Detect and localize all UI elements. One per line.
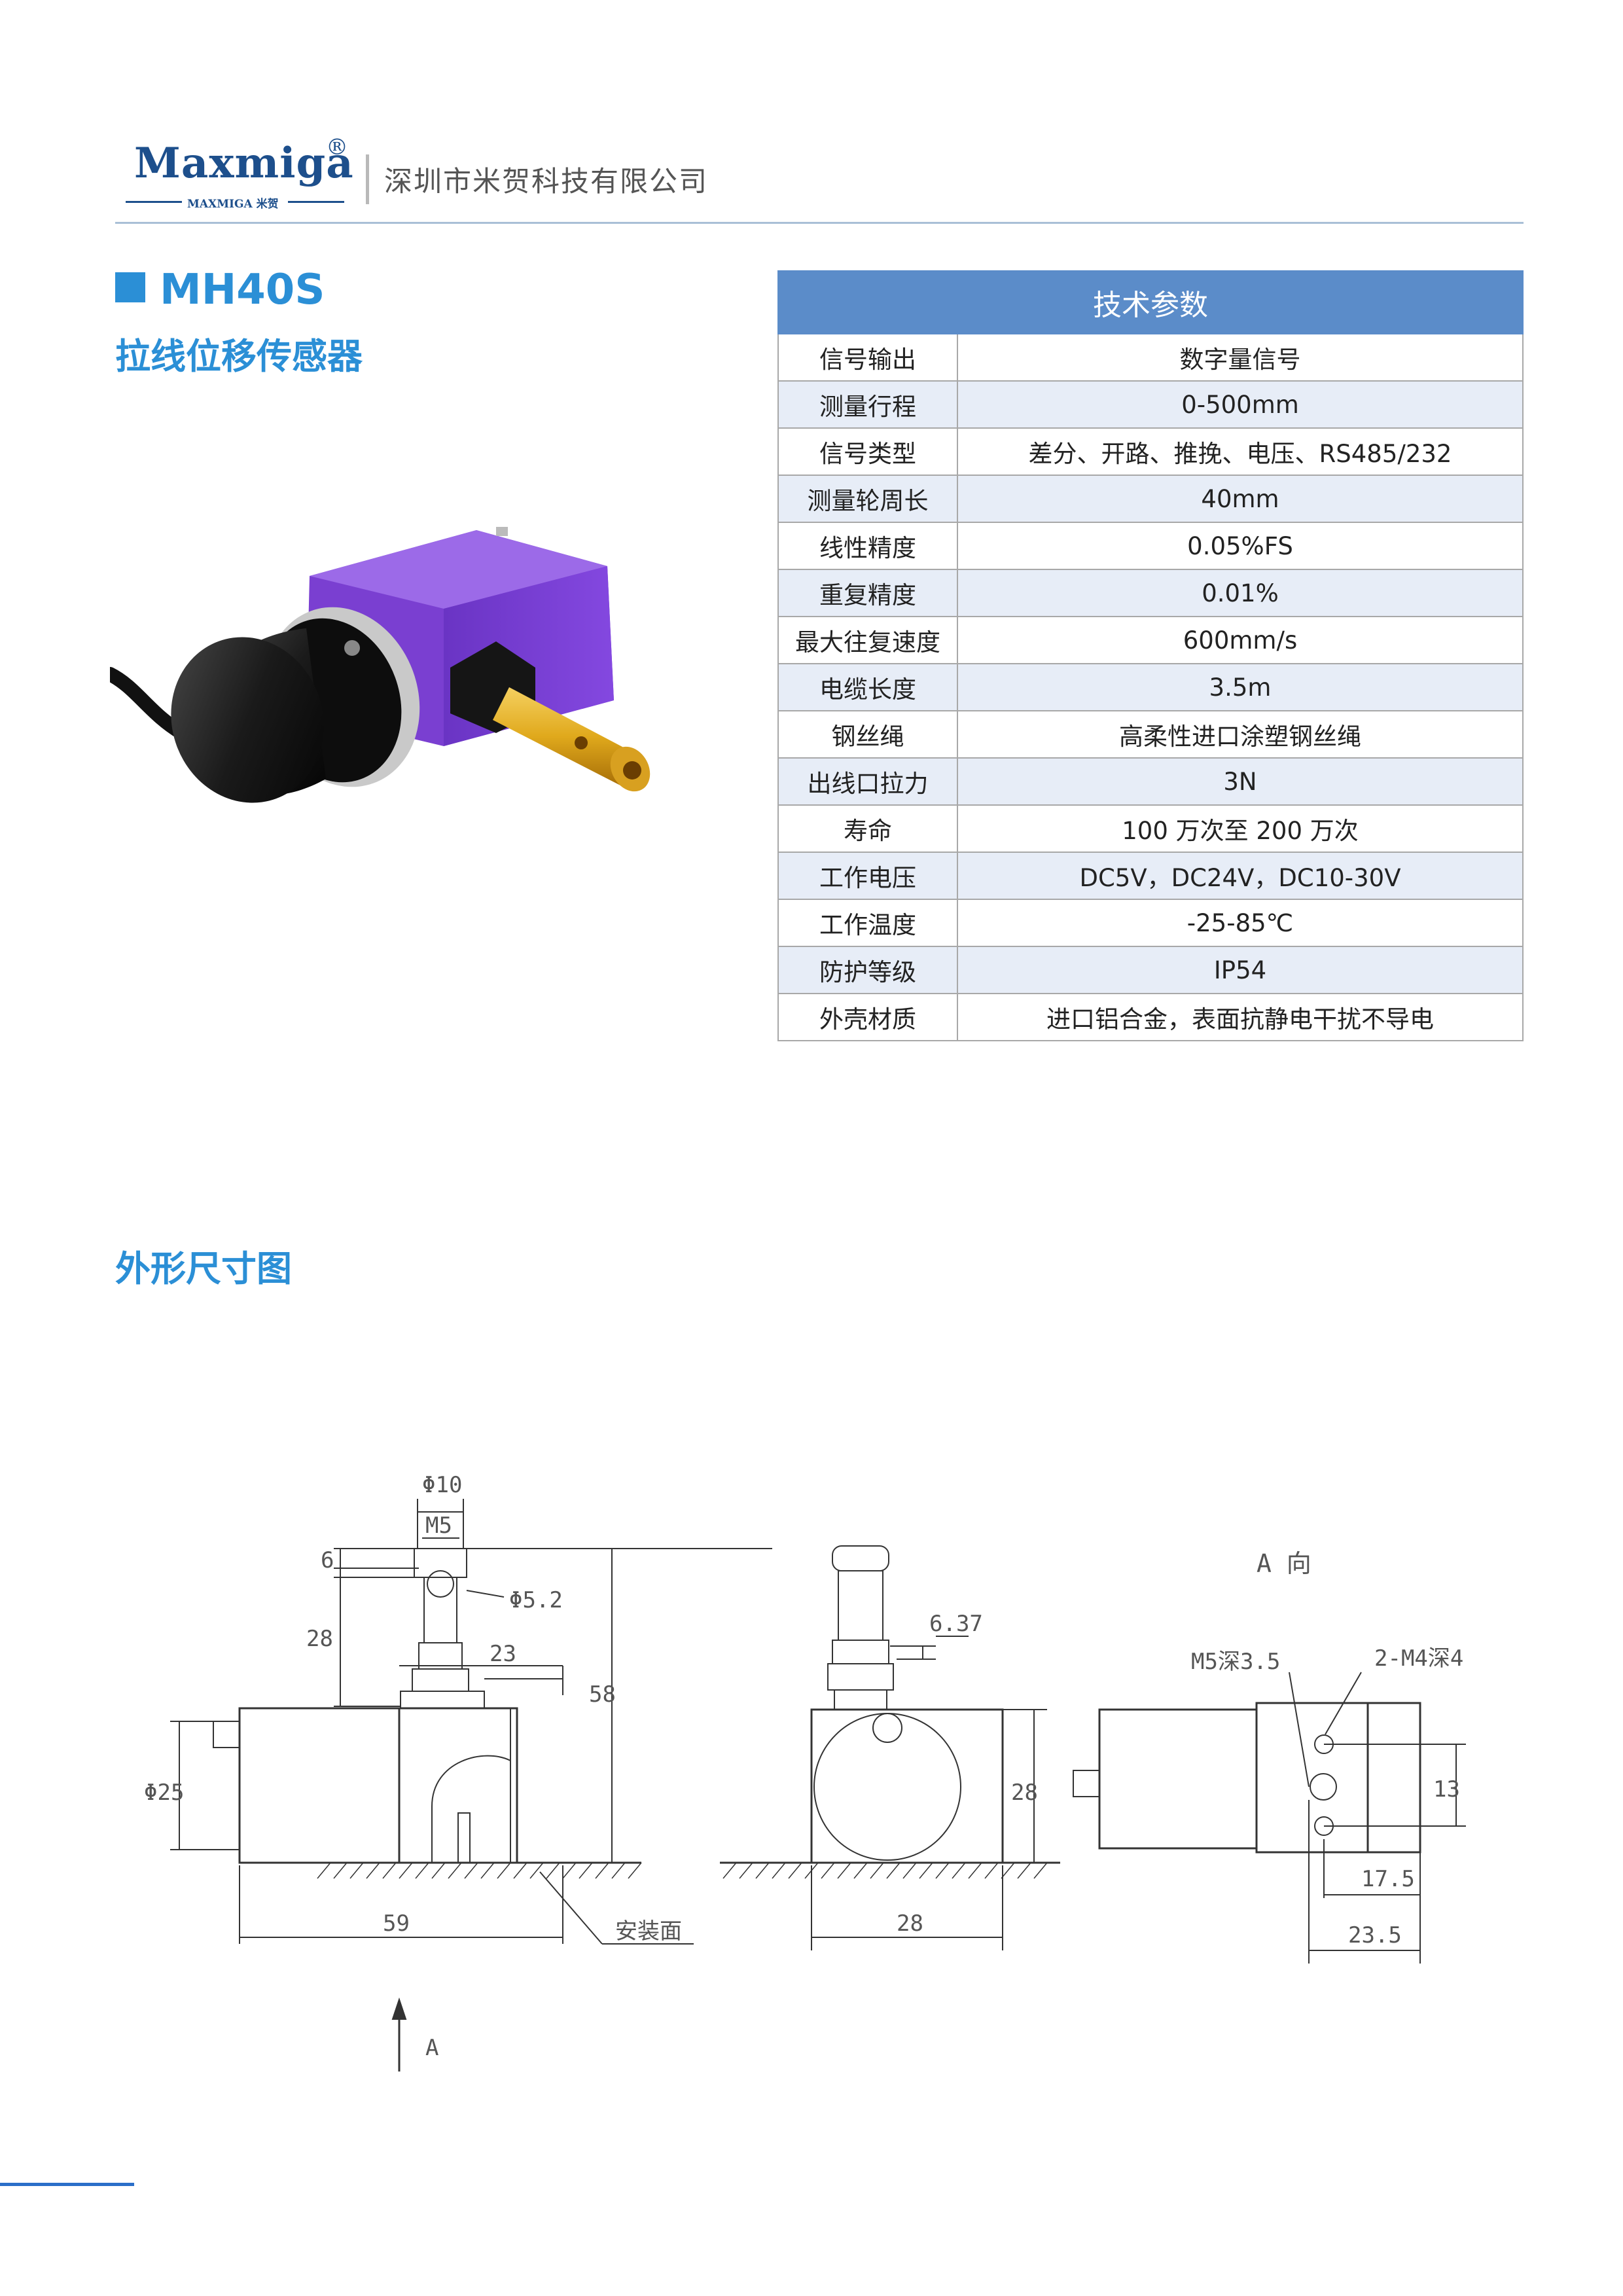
dim-label: 6 xyxy=(321,1547,334,1573)
dim-label: 28 xyxy=(306,1626,333,1652)
spec-key: 信号类型 xyxy=(777,427,958,476)
spec-key: 钢丝绳 xyxy=(777,710,958,759)
header-separator xyxy=(366,154,369,204)
spec-value: 差分、开路、推挽、电压、RS485/232 xyxy=(957,427,1524,476)
spec-key: 线性精度 xyxy=(777,522,958,570)
view-a-title: A 向 xyxy=(1257,1549,1311,1578)
front-view: Φ10 M5 6 Φ5.2 28 23 58 Φ25 59 安装面 A xyxy=(144,1472,772,2072)
table-row: 信号类型差分、开路、推挽、电压、RS485/232 xyxy=(777,427,1524,476)
brass-rod xyxy=(493,687,633,785)
spec-value: 40mm xyxy=(957,475,1524,523)
spec-key: 电缆长度 xyxy=(777,663,958,711)
company-name: 深圳市米贺科技有限公司 xyxy=(384,166,708,198)
model-name: MH40S xyxy=(160,266,325,314)
dim-label: 23 xyxy=(490,1641,516,1667)
product-title: 拉线位移传感器 xyxy=(115,336,363,377)
logo-subtitle: MAXMIGA 米贺 xyxy=(187,198,279,211)
spec-table-heading: 技术参数 xyxy=(777,270,1524,334)
spec-key: 工作电压 xyxy=(777,852,958,900)
dim-label: Φ25 xyxy=(144,1780,184,1806)
spec-value: 高柔性进口涂塑钢丝绳 xyxy=(957,710,1524,759)
footer-accent-bar xyxy=(0,2183,134,2186)
screw-icon xyxy=(344,640,360,656)
table-row: 外壳材质进口铝合金，表面抗静电干扰不导电 xyxy=(777,993,1524,1041)
spec-key: 防护等级 xyxy=(777,946,958,994)
spec-key: 测量轮周长 xyxy=(777,475,958,523)
dim-label: M5深3.5 xyxy=(1191,1649,1280,1675)
product-photo xyxy=(110,527,651,803)
dim-label: Φ10 xyxy=(422,1472,462,1498)
spec-key: 测量行程 xyxy=(777,380,958,429)
dimension-title: 外形尺寸图 xyxy=(115,1248,292,1289)
dim-label: 58 xyxy=(589,1681,616,1708)
dim-label: 28 xyxy=(897,1910,923,1937)
spec-value: 0.05%FS xyxy=(957,522,1524,570)
cable xyxy=(110,667,189,740)
side-view: 6.37 28 28 xyxy=(720,1545,1060,1950)
spec-value: 3N xyxy=(957,757,1524,806)
dim-label: 23.5 xyxy=(1348,1922,1402,1948)
dim-label: 13 xyxy=(1433,1776,1460,1803)
spec-key: 最大往复速度 xyxy=(777,616,958,664)
table-row: 钢丝绳高柔性进口涂塑钢丝绳 xyxy=(777,710,1524,759)
header-divider xyxy=(115,222,1524,224)
spec-key: 重复精度 xyxy=(777,569,958,617)
spec-key: 出线口拉力 xyxy=(777,757,958,806)
logo-rule-right xyxy=(288,201,344,203)
logo-rule-left xyxy=(126,201,182,203)
spec-value: 600mm/s xyxy=(957,616,1524,664)
dim-label: Φ5.2 xyxy=(509,1587,563,1613)
spec-value: 0.01% xyxy=(957,569,1524,617)
table-row: 工作温度-25-85℃ xyxy=(777,899,1524,947)
spec-value: 100 万次至 200 万次 xyxy=(957,804,1524,853)
spec-value: 3.5m xyxy=(957,663,1524,711)
spec-value: 0-500mm xyxy=(957,380,1524,429)
spec-value: 进口铝合金，表面抗静电干扰不导电 xyxy=(957,993,1524,1041)
dim-label: M5 xyxy=(425,1513,452,1539)
dim-label: 6.37 xyxy=(929,1611,983,1637)
view-arrow-label: A xyxy=(425,2035,438,2061)
dim-label: 28 xyxy=(1011,1780,1038,1806)
spec-value: 数字量信号 xyxy=(957,333,1524,382)
spec-value: DC5V，DC24V，DC10-30V xyxy=(957,852,1524,900)
spec-key: 工作温度 xyxy=(777,899,958,947)
logo-wordmark: Maxmiga xyxy=(134,139,354,188)
table-row: 信号输出数字量信号 xyxy=(777,333,1524,382)
dim-label: 59 xyxy=(383,1910,410,1937)
dim-label: 2-M4深4 xyxy=(1374,1645,1463,1672)
registered-mark: ® xyxy=(326,134,348,160)
spec-key: 信号输出 xyxy=(777,333,958,382)
model-title: MH40S xyxy=(115,266,325,314)
spec-key: 寿命 xyxy=(777,804,958,853)
mounting-face-label: 安装面 xyxy=(615,1918,682,1945)
dimension-drawing: Φ10 M5 6 Φ5.2 28 23 58 Φ25 59 安装面 A 6.37… xyxy=(144,1472,1466,2072)
spec-value: IP54 xyxy=(957,946,1524,994)
spec-value: -25-85℃ xyxy=(957,899,1524,947)
view-a: A 向 M5深3.5 2-M4深4 13 17.5 23.5 xyxy=(1073,1549,1466,1964)
dim-label: 17.5 xyxy=(1361,1866,1415,1892)
square-bullet-icon xyxy=(115,272,145,302)
spec-key: 外壳材质 xyxy=(777,993,958,1041)
